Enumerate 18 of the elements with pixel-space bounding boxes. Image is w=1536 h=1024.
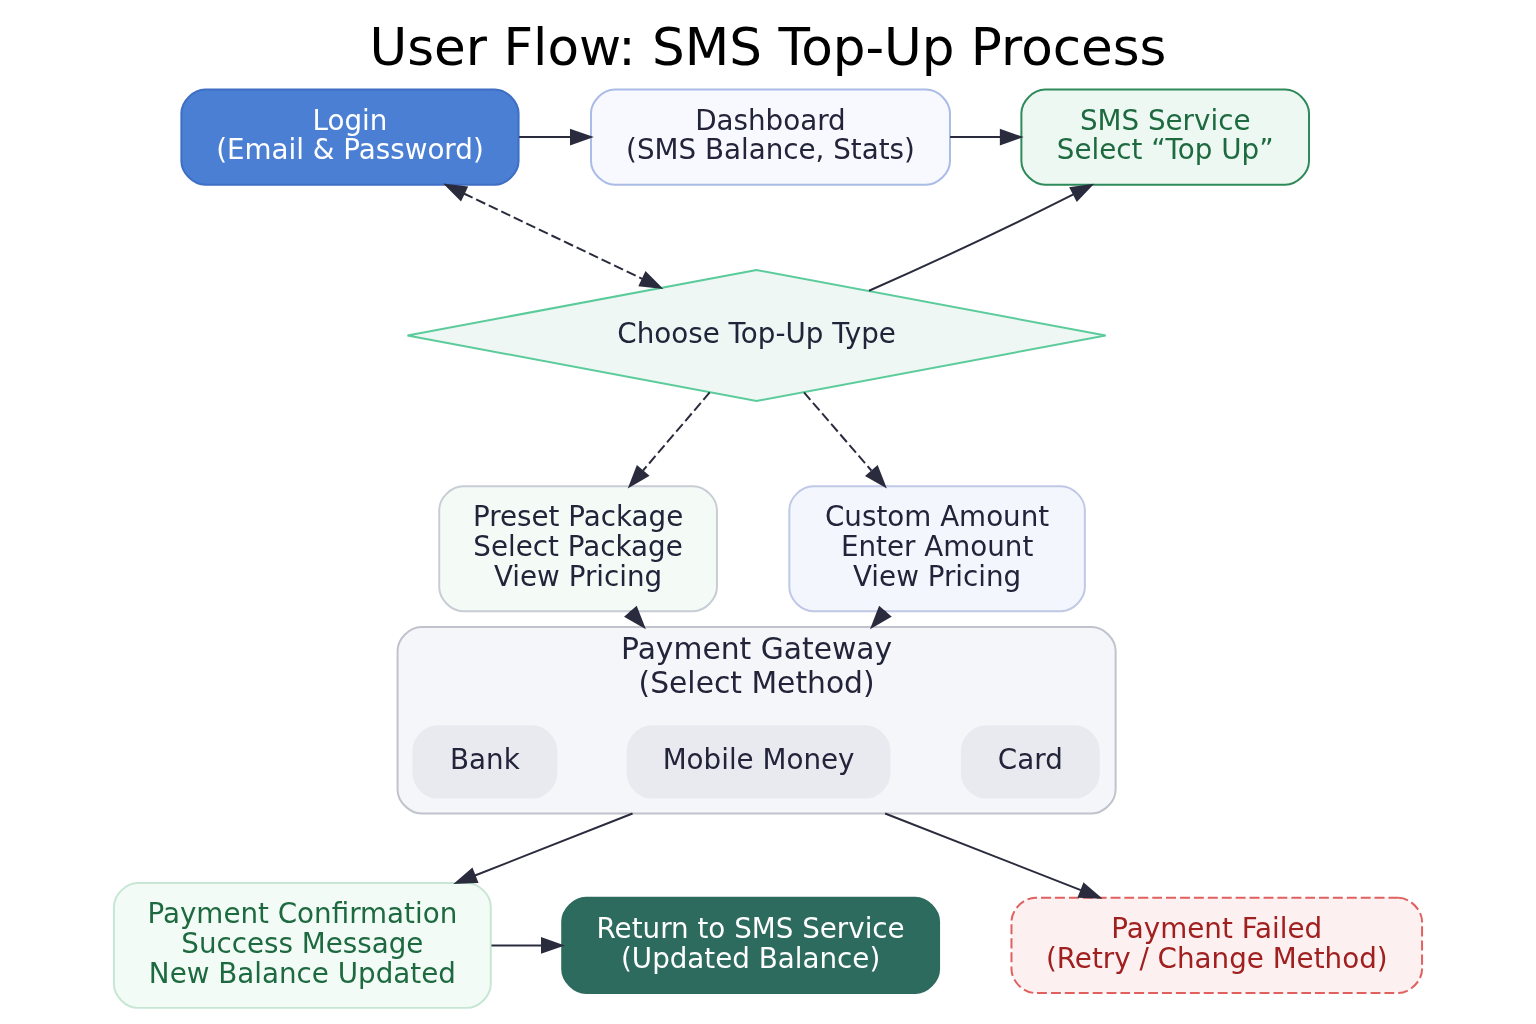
arrow: [949, 128, 1024, 146]
arrow: [490, 937, 565, 954]
arrow: [870, 605, 892, 630]
node-box: SMS Service Select “Top Up”: [1020, 88, 1310, 186]
arrow: [443, 183, 664, 289]
arrow: [627, 391, 711, 489]
node-box: Login (Email & Password): [180, 88, 520, 186]
node-box: Payment Confirmation Success Message New Balance Updated: [112, 881, 492, 1009]
arrow: [624, 605, 646, 630]
diagram-title: User Flow: SMS Top-Up Process: [369, 17, 1167, 78]
arrow: [453, 812, 634, 884]
node-box: Return to SMS Service (Updated Balance): [561, 896, 941, 994]
arrow: [518, 128, 594, 146]
node-box: Payment Failed (Retry / Change Method): [1010, 896, 1424, 994]
arrow: [868, 183, 1095, 292]
node-box: Dashboard (SMS Balance, Stats): [590, 88, 951, 186]
arrow: [884, 812, 1103, 899]
arrow: [803, 391, 887, 489]
